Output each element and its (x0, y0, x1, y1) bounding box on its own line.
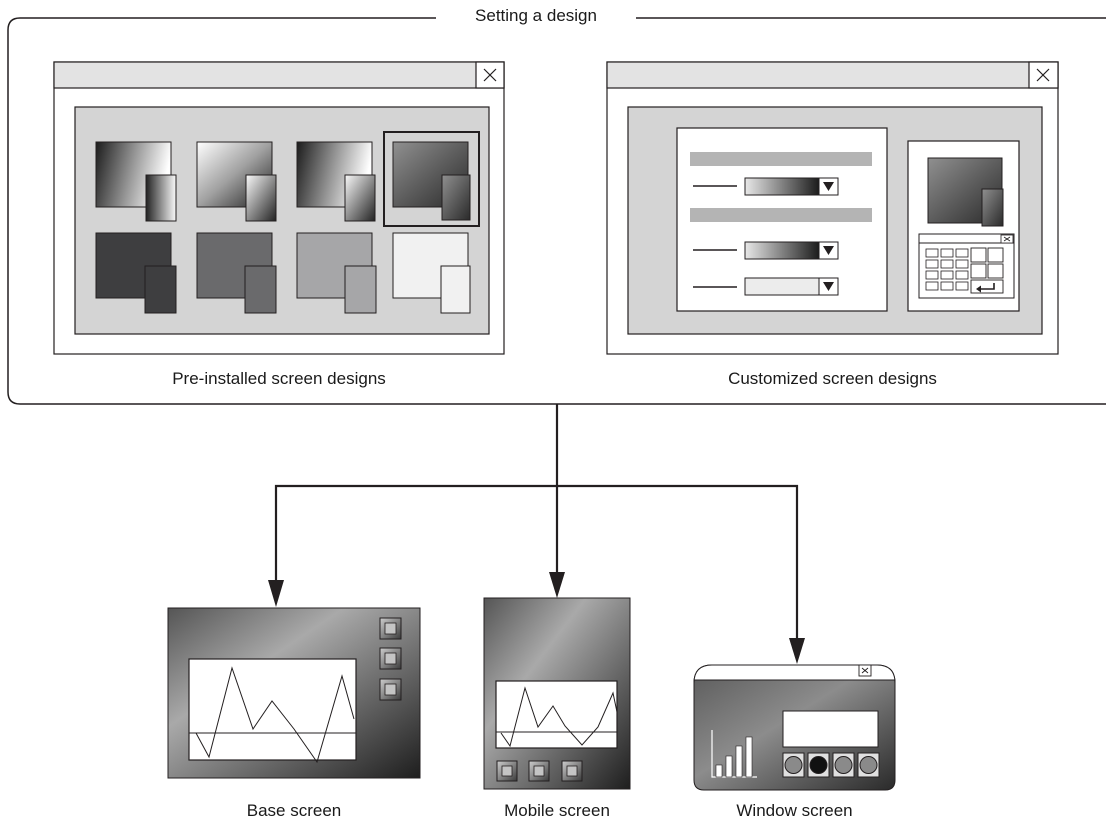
design-thumbnail-7[interactable] (296, 232, 377, 314)
device-key (379, 678, 402, 701)
color-dropdown-3[interactable] (744, 277, 839, 296)
device-key (379, 617, 402, 640)
color-dropdown-1[interactable] (744, 177, 839, 196)
keypad-key (940, 270, 954, 280)
preinstalled-window (53, 61, 505, 355)
arrow-down-icon (823, 182, 834, 191)
preview-panel (907, 140, 1020, 312)
customized-caption: Customized screen designs (728, 369, 937, 388)
arrow-to-base-screen (268, 580, 284, 607)
design-thumbnail-5[interactable] (95, 232, 177, 314)
close-icon (1000, 234, 1014, 244)
keypad-key (955, 270, 969, 280)
keypad-key (955, 248, 969, 258)
close-icon[interactable] (1028, 61, 1059, 89)
close-icon[interactable] (475, 61, 505, 89)
base-screen-caption: Base screen (246, 801, 342, 820)
bar-chart-icon (711, 730, 757, 778)
keypad-preview (918, 233, 1015, 299)
enter-key-icon (970, 279, 1004, 294)
keypad-key (925, 270, 939, 280)
base-screen-device (167, 607, 421, 779)
close-icon (858, 664, 872, 677)
keypad-key (955, 281, 969, 291)
keypad-key (940, 281, 954, 291)
design-thumbnail-2[interactable] (196, 141, 277, 222)
group-title: Setting a design (446, 6, 626, 26)
design-thumbnail-1[interactable] (95, 141, 177, 222)
device-key (561, 760, 583, 782)
window-screen-device (693, 664, 896, 791)
setting-group-box (7, 17, 1106, 405)
device-key (379, 647, 402, 670)
connector-lines (274, 404, 799, 640)
arrow-down-icon (823, 246, 834, 255)
design-thumbnail-4-selected[interactable] (383, 131, 480, 227)
keypad-key (925, 248, 939, 258)
mobile-screen-device (483, 597, 631, 790)
design-thumbnail-3[interactable] (296, 141, 376, 222)
keypad-key (925, 281, 939, 291)
keypad-key (940, 248, 954, 258)
arrow-to-window-screen (789, 638, 805, 664)
arrowheads (268, 572, 805, 664)
keypad-key (925, 259, 939, 269)
arrow-to-mobile-screen (549, 572, 565, 598)
lamp-indicators (782, 752, 880, 778)
mobile-screen-caption: Mobile screen (504, 801, 610, 820)
design-thumbnail-6[interactable] (196, 232, 277, 314)
customized-window (606, 61, 1059, 355)
window-screen-caption: Window screen (736, 801, 853, 820)
design-thumbnail-8[interactable] (392, 232, 471, 314)
keypad-key (940, 259, 954, 269)
keypad-key (955, 259, 969, 269)
device-key (528, 760, 550, 782)
arrow-down-icon (823, 282, 834, 291)
keypad-keys (925, 248, 969, 291)
preinstalled-caption: Pre-installed screen designs (172, 369, 386, 388)
color-dropdown-2[interactable] (744, 241, 839, 260)
device-key (496, 760, 518, 782)
settings-panel (676, 127, 888, 312)
